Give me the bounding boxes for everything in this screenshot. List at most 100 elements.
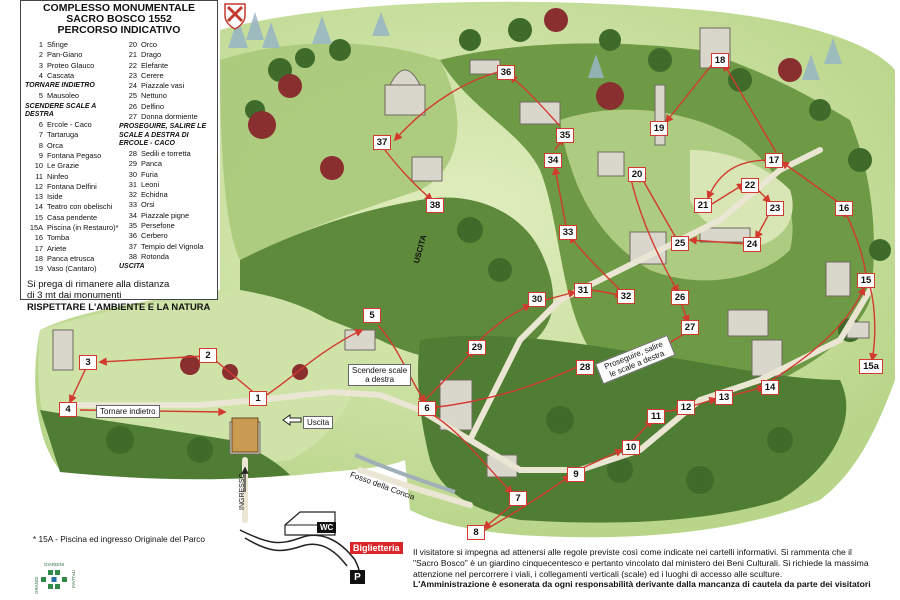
legend-direction: PROSEGUIRE, SALIRE LE SCALE A DESTRA DI … — [119, 123, 207, 147]
legend-item-label: Orca — [47, 140, 64, 150]
legend-item-number: 6 — [38, 120, 43, 130]
stop-marker-7: 7 — [509, 491, 527, 506]
stop-marker-1: 1 — [249, 391, 267, 406]
legend-item-number: 30 — [128, 169, 137, 179]
stop-marker-12: 12 — [677, 400, 695, 415]
stop-marker-11: 11 — [647, 409, 665, 424]
stop-marker-15a: 15a — [859, 359, 883, 374]
stop-marker-31: 31 — [574, 283, 592, 298]
stop-marker-14: 14 — [761, 380, 779, 395]
legend-item-label: Piscina (in Restauro)* — [47, 223, 119, 233]
label-scendere-scale: Scendere scale a destra — [348, 364, 412, 386]
stop-marker-15: 15 — [857, 273, 875, 288]
visitor-notice: Il visitatore si impegna ad attenersi al… — [413, 547, 893, 590]
notice-line-1: Il visitatore si impegna ad attenersi al… — [413, 547, 852, 557]
legend-item-label: Ariete — [47, 243, 67, 253]
legend-item-number: 24 — [128, 81, 137, 91]
legend-item-number: 33 — [128, 200, 137, 210]
legend-item-label: Nettuno — [141, 91, 167, 101]
stop-marker-20: 20 — [628, 167, 646, 182]
legend-item-label: Drago — [141, 50, 162, 60]
stop-marker-21: 21 — [694, 198, 712, 213]
stop-marker-3: 3 — [79, 355, 97, 370]
legend-item-label: Orco — [141, 40, 158, 49]
legend-item-label: Tartaruga — [47, 130, 79, 140]
legend-item-label: Panca — [141, 159, 162, 169]
legend-item-number: 16 — [34, 233, 43, 243]
legend-item-label: Cerere — [141, 70, 164, 80]
stop-marker-22: 22 — [741, 178, 759, 193]
legend-item-number: 32 — [128, 190, 137, 200]
legend-item-number: 23 — [128, 70, 137, 80]
logo-text-left: GRANDI — [34, 576, 39, 594]
legend-direction: TORNARE INDIETRO — [25, 82, 95, 90]
legend-item-label: Tomba — [47, 233, 70, 243]
notice-line-3: attenzione nel percorrere i viali, i col… — [413, 568, 783, 579]
crest-icon — [224, 3, 246, 30]
stop-marker-33: 33 — [559, 225, 577, 240]
legend-item-label: Delfino — [141, 101, 165, 111]
stop-marker-24: 24 — [743, 237, 761, 252]
legend-item-label: Furia — [141, 169, 158, 179]
legend-item: 15A Piscina (in Restauro)* — [25, 223, 119, 233]
legend-item-number: 34 — [128, 210, 137, 220]
label-tornare-indietro: Tornare indietro — [96, 405, 160, 418]
legend-item-number: 9 — [38, 150, 43, 160]
legend-item-label: Pan-Giano — [47, 50, 83, 60]
legend-item-number: 15A — [29, 223, 43, 233]
legend-item-label: Ninfeo — [47, 171, 69, 181]
legend-item-number: 21 — [128, 50, 137, 60]
legend-item-number: 3 — [38, 60, 43, 70]
legend-item-label: Cascata — [47, 70, 75, 80]
legend-item-label: Piazzale pigne — [141, 210, 190, 220]
legend-item-label: Casa pendente — [47, 212, 98, 222]
legend-item-label: Persefone — [141, 221, 175, 231]
arrow-left-icon — [282, 414, 302, 426]
legend-item-number: 12 — [34, 181, 43, 191]
stop-marker-6: 6 — [418, 401, 436, 416]
legend-item-number: 22 — [128, 60, 137, 70]
legend-item-label: Orsi — [141, 200, 155, 210]
legend-item-label: Mausoleo — [47, 91, 80, 101]
legend-item-number: 31 — [128, 179, 137, 189]
legend-item-label: Tempio del Vignola — [141, 241, 204, 251]
legend-item-label: Cerbero — [141, 231, 168, 241]
legend-item-number: 10 — [34, 161, 43, 171]
legend-item-label: Rotonda — [141, 251, 169, 261]
legend-item-label: Sedili e torretta — [141, 148, 191, 158]
legend-direction: SCENDERE SCALE A DESTRA — [25, 102, 97, 118]
legend-item-number: 2 — [38, 50, 43, 60]
stop-marker-2: 2 — [199, 348, 217, 363]
label-uscita: Uscita — [303, 416, 334, 429]
label-ingresso: INGRESSO — [239, 473, 246, 510]
stop-marker-32: 32 — [617, 289, 635, 304]
stop-marker-35: 35 — [556, 128, 574, 143]
notice-line-2: "Sacro Bosco" è un giardino cinquecentes… — [413, 557, 869, 568]
stop-marker-9: 9 — [567, 467, 585, 482]
legend-item-label: Sfinge — [47, 40, 68, 49]
legend-item-number: 27 — [128, 112, 137, 122]
legend-item-number: 17 — [34, 243, 43, 253]
stop-marker-25: 25 — [671, 236, 689, 251]
legend-item: 2 Pan-Giano — [25, 50, 119, 60]
